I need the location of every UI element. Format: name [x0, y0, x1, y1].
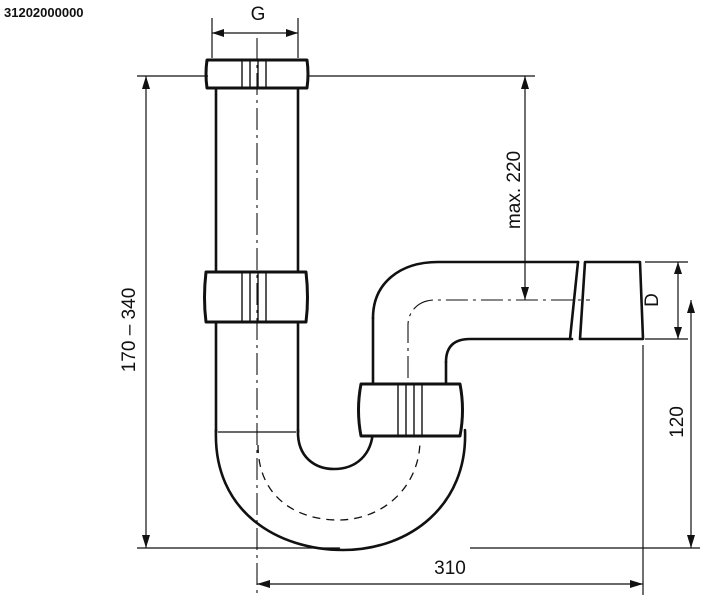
u-bend-trap	[214, 428, 467, 552]
dimension-d: D	[642, 261, 688, 340]
label-max-220: max. 220	[504, 151, 525, 229]
dimension-g: G	[211, 4, 299, 58]
dip-tube	[214, 84, 300, 434]
trap-nut	[357, 382, 464, 438]
outlet-elbow	[371, 260, 645, 392]
article-number: 31202000000	[4, 5, 84, 20]
middle-nut	[203, 270, 309, 324]
label-g: G	[251, 4, 266, 25]
dimension-310: 310	[257, 345, 644, 595]
label-310: 310	[434, 558, 466, 579]
dimension-overall-height: 170 – 340	[119, 75, 340, 549]
label-d: D	[642, 293, 663, 307]
dimension-max-220: max. 220	[308, 75, 535, 300]
label-overall-height: 170 – 340	[119, 288, 140, 373]
dimension-120: 120	[470, 300, 700, 549]
label-120: 120	[667, 406, 688, 438]
siphon-body	[203, 38, 645, 595]
